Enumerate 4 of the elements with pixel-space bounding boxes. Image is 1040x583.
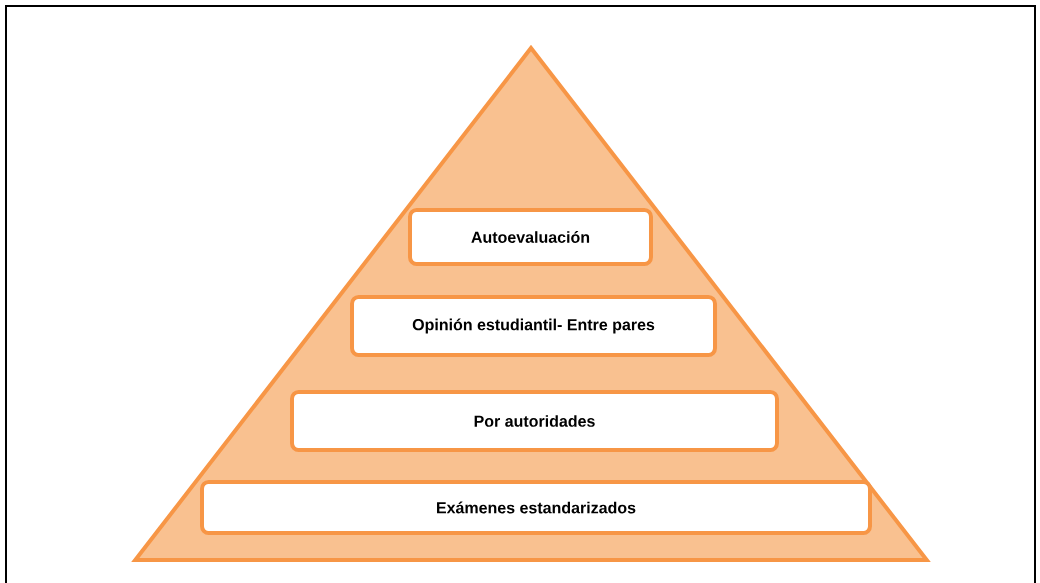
level-box: Exámenes estandarizados bbox=[200, 480, 872, 535]
level-box: Por autoridades bbox=[290, 390, 779, 452]
level-box: Autoevaluación bbox=[408, 208, 653, 266]
level-box: Opinión estudiantil- Entre pares bbox=[350, 295, 717, 357]
